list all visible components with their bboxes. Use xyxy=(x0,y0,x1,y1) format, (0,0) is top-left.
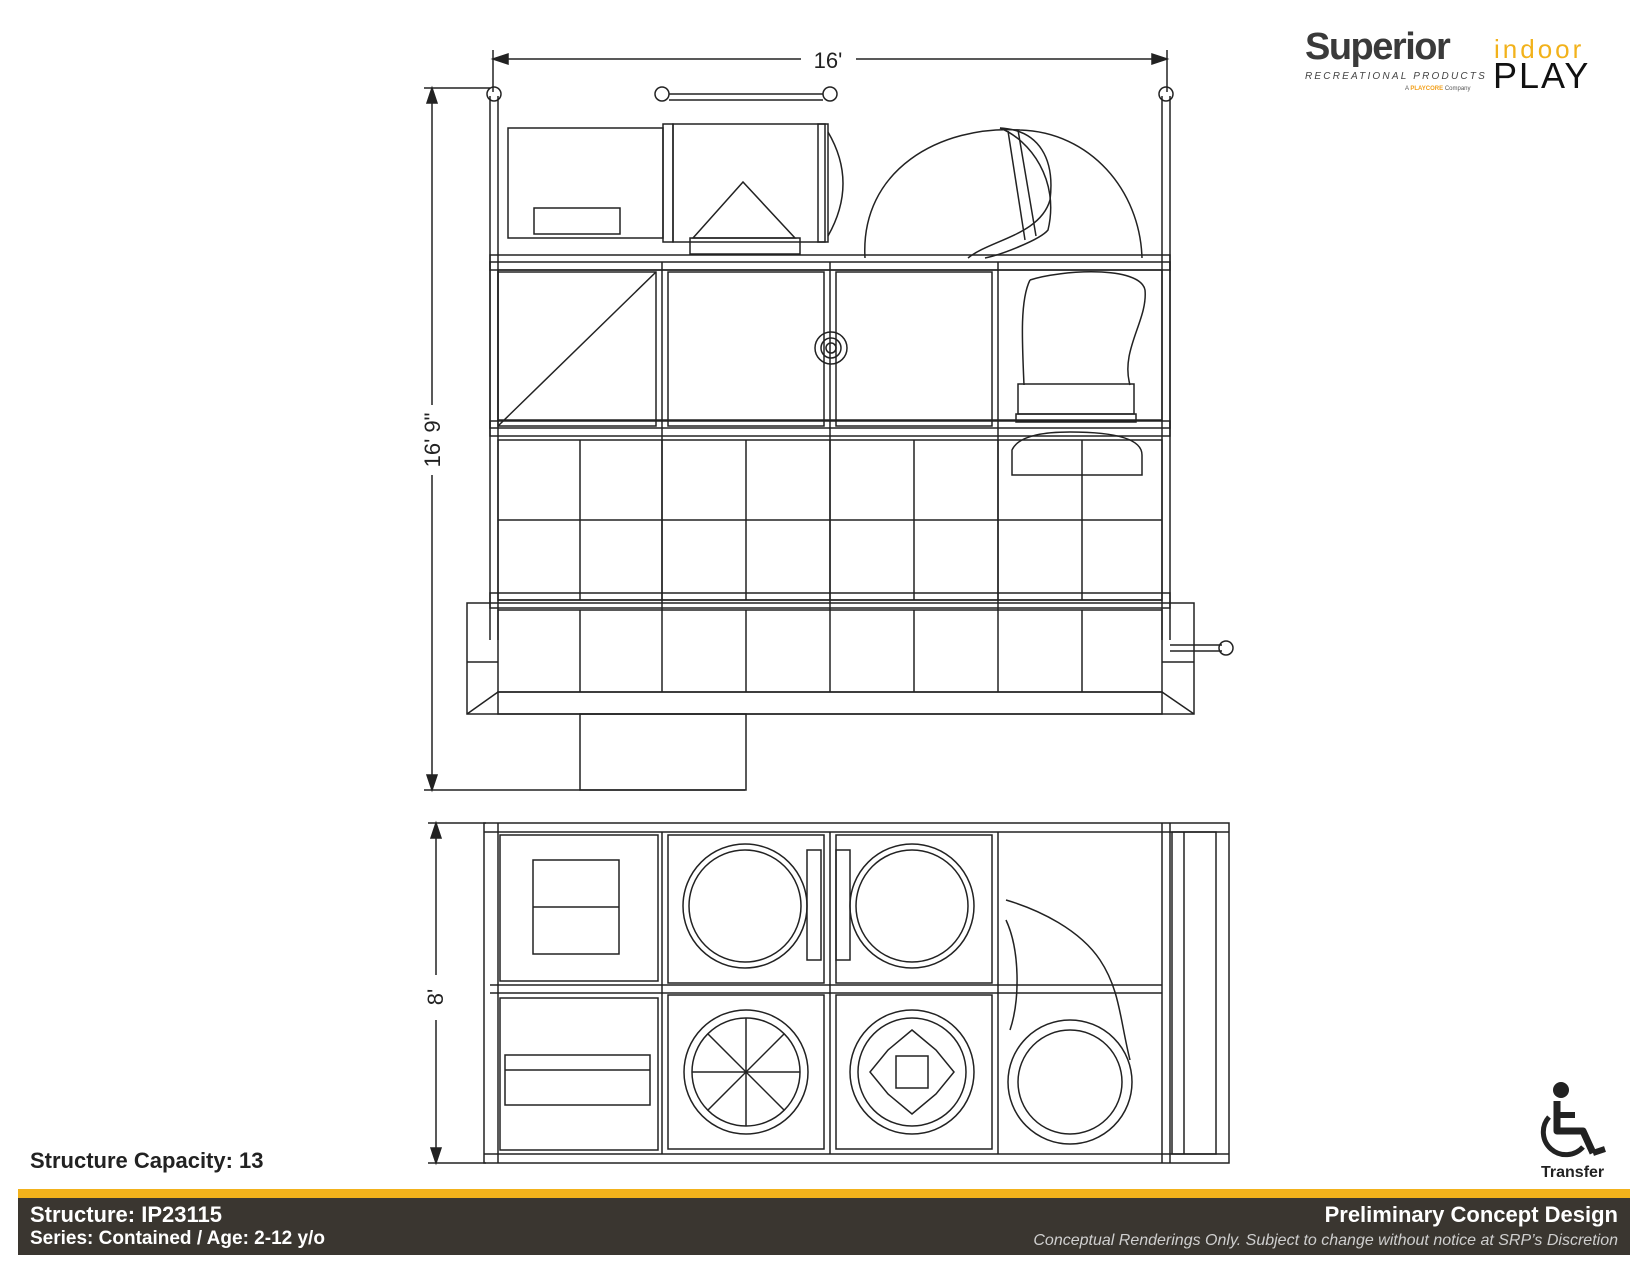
height-dimension xyxy=(428,820,486,1166)
superior-logo: Superior xyxy=(1305,26,1451,69)
product-logo-top: indoor xyxy=(1494,34,1585,64)
brand-parent-prefix: A xyxy=(1405,86,1409,92)
design-status: Preliminary Concept Design xyxy=(1324,1202,1618,1227)
brand-parent-name: PLAYCORE xyxy=(1410,86,1444,92)
series-age: Series: Contained / Age: 2-12 y/o xyxy=(30,1228,325,1249)
product-logo-bottom: PLAY xyxy=(1493,55,1591,96)
footer-accent-stripe xyxy=(18,1189,1630,1198)
structure-id: Structure: IP23115 xyxy=(30,1202,222,1227)
transfer-label: Transfer xyxy=(1541,1164,1605,1181)
brand-parent: A PLAYCORE Company xyxy=(1405,86,1471,92)
depth-dimension xyxy=(424,85,745,793)
width-label: 16' xyxy=(814,48,843,73)
brand-tagline: RECREATIONAL PRODUCTS xyxy=(1305,71,1487,82)
height-label: 8' xyxy=(423,989,448,1005)
elevation-view xyxy=(483,822,1230,1164)
footer-bar: Structure: IP23115 Series: Contained / A… xyxy=(18,1198,1630,1255)
depth-label: 16' 9" xyxy=(420,413,445,468)
disclaimer: Conceptual Renderings Only. Subject to c… xyxy=(1033,1232,1618,1249)
wheelchair-icon xyxy=(1540,1082,1606,1158)
plan-view xyxy=(466,86,1234,791)
width-dimension xyxy=(490,50,1170,92)
brand-primary: Superior xyxy=(1305,26,1451,68)
structure-capacity: Structure Capacity: 13 xyxy=(30,1148,264,1173)
brand-parent-suffix: Company xyxy=(1444,86,1471,92)
